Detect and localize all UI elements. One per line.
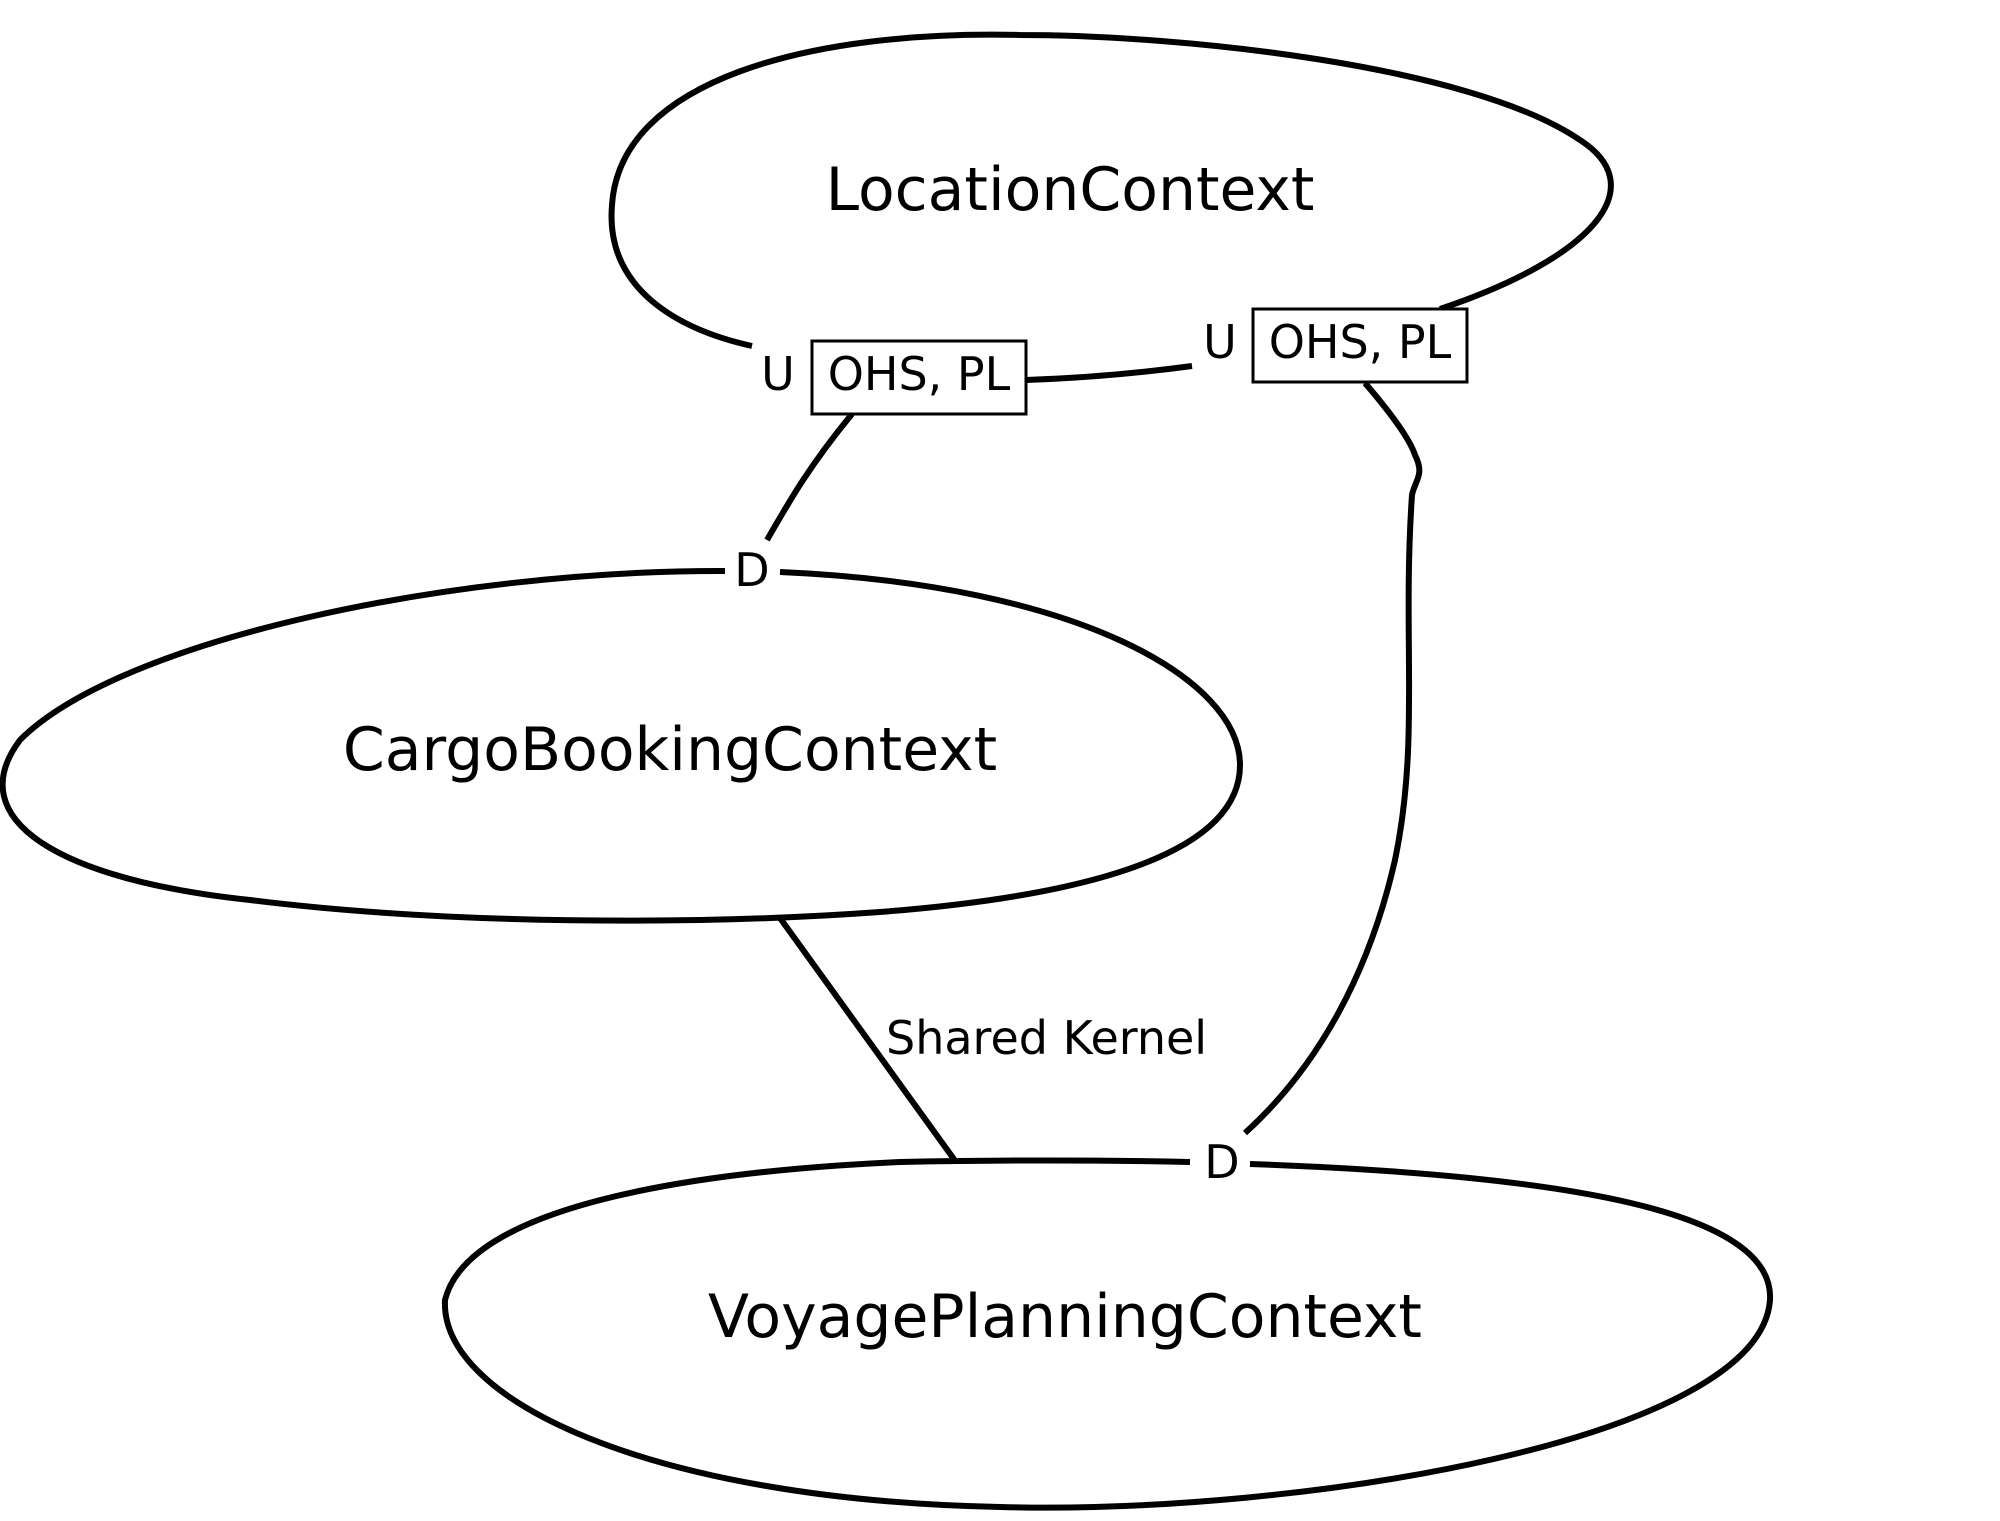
- pattern-box-2: [1251, 307, 1469, 384]
- pattern-label-2: OHS, PL: [1269, 315, 1452, 369]
- edge-location-to-voyage-planning[interactable]: [1242, 381, 1423, 1136]
- location-context-label: LocationContext: [826, 155, 1315, 225]
- cargo-booking-context-label: CargoBookingContext: [343, 715, 997, 785]
- upstream-role-label-2: U: [1203, 315, 1237, 369]
- location-context-node[interactable]: [608, 31, 1614, 349]
- pattern-label-1: OHS, PL: [828, 347, 1011, 401]
- edge-location-to-cargo-booking[interactable]: [764, 412, 855, 542]
- cargo-booking-context-node[interactable]: [0, 567, 1244, 924]
- voyage-planning-context-label: VoyagePlanningContext: [708, 1282, 1422, 1352]
- edge-shared-kernel[interactable]: [777, 916, 959, 1164]
- downstream-role-label-voyage-planning: D: [1204, 1135, 1239, 1189]
- voyage-planning-context-node[interactable]: [441, 1157, 1774, 1511]
- upstream-role-label-1: U: [761, 347, 795, 401]
- pattern-box-1: [810, 339, 1028, 416]
- location-connector-between-boxes: [1025, 363, 1193, 383]
- shared-kernel-label: Shared Kernel: [886, 1011, 1207, 1065]
- downstream-role-label-cargo-booking: D: [734, 543, 769, 597]
